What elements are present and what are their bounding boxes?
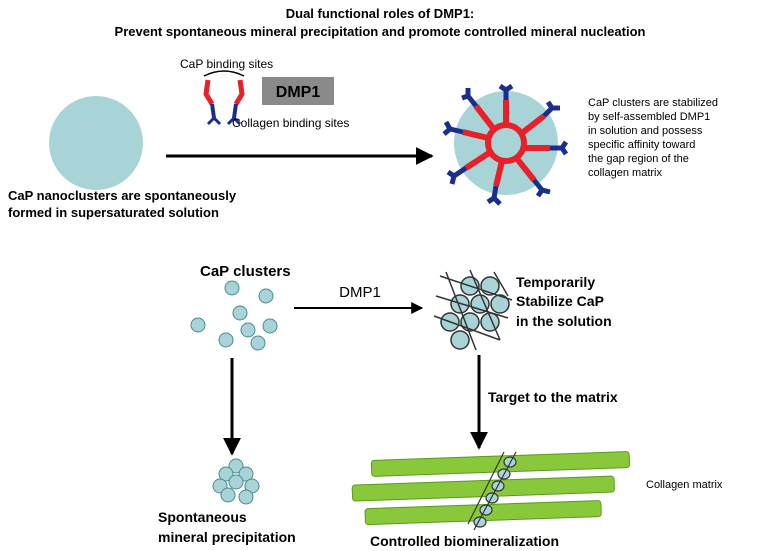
spontaneous-caption: Spontaneous mineral precipitation: [158, 509, 296, 545]
title-line-2: Prevent spontaneous mineral precipitatio…: [115, 24, 646, 39]
collagen-matrix-label: Collagen matrix: [646, 479, 723, 491]
right-caption-line: by self-assembled DMP1: [588, 111, 710, 123]
left-caption: CaP nanoclusters are spontaneously forme…: [8, 188, 237, 220]
left-caption-line: CaP nanoclusters are spontaneously: [8, 188, 237, 203]
right-caption-line: in solution and possess: [588, 125, 703, 137]
dmp1-molecule-icon: [203, 70, 245, 126]
stabilize-caption: Temporarily Stabilize CaP in the solutio…: [516, 274, 612, 329]
controlled-biomineralization-label: Controlled biomineralization: [370, 533, 559, 549]
dmp1-label-box: [262, 77, 334, 105]
cap-clusters-label: CaP clusters: [200, 263, 291, 280]
title-line-1: Dual functional roles of DMP1:: [286, 6, 475, 21]
target-matrix-label: Target to the matrix: [488, 389, 618, 405]
stabilize-caption-line: Stabilize CaP: [516, 293, 604, 309]
spontaneous-caption-line: mineral precipitation: [158, 529, 296, 545]
stabilize-caption-line: in the solution: [516, 313, 612, 329]
cap-nanocluster-circle: [49, 96, 143, 190]
right-caption: CaP clusters are stabilized by self-asse…: [588, 97, 718, 179]
collagen-binding-sites-label: Collagen binding sites: [232, 116, 349, 130]
collagen-fibril: [351, 475, 615, 502]
spontaneous-caption-line: Spontaneous: [158, 509, 247, 525]
cap-binding-sites-label: CaP binding sites: [180, 57, 273, 71]
precipitate-cluster: [212, 458, 260, 505]
right-caption-line: the gap region of the: [588, 153, 689, 165]
stabilized-cluster-aggregate: [433, 269, 513, 351]
stabilized-cap-cluster: [442, 83, 569, 206]
left-caption-line: formed in supersaturated solution: [8, 205, 219, 220]
scattered-cap-clusters: [190, 280, 278, 351]
dmp1-box-label: DMP1: [276, 84, 321, 101]
dmp1-arrow-label: DMP1: [339, 284, 381, 301]
collagen-fibrils: [351, 451, 631, 526]
stabilize-caption-line: Temporarily: [516, 274, 595, 290]
right-caption-line: specific affinity toward: [588, 139, 695, 151]
bound-cluster-chain: [467, 451, 517, 531]
right-caption-line: CaP clusters are stabilized: [588, 97, 718, 109]
right-caption-line: collagen matrix: [588, 167, 662, 179]
